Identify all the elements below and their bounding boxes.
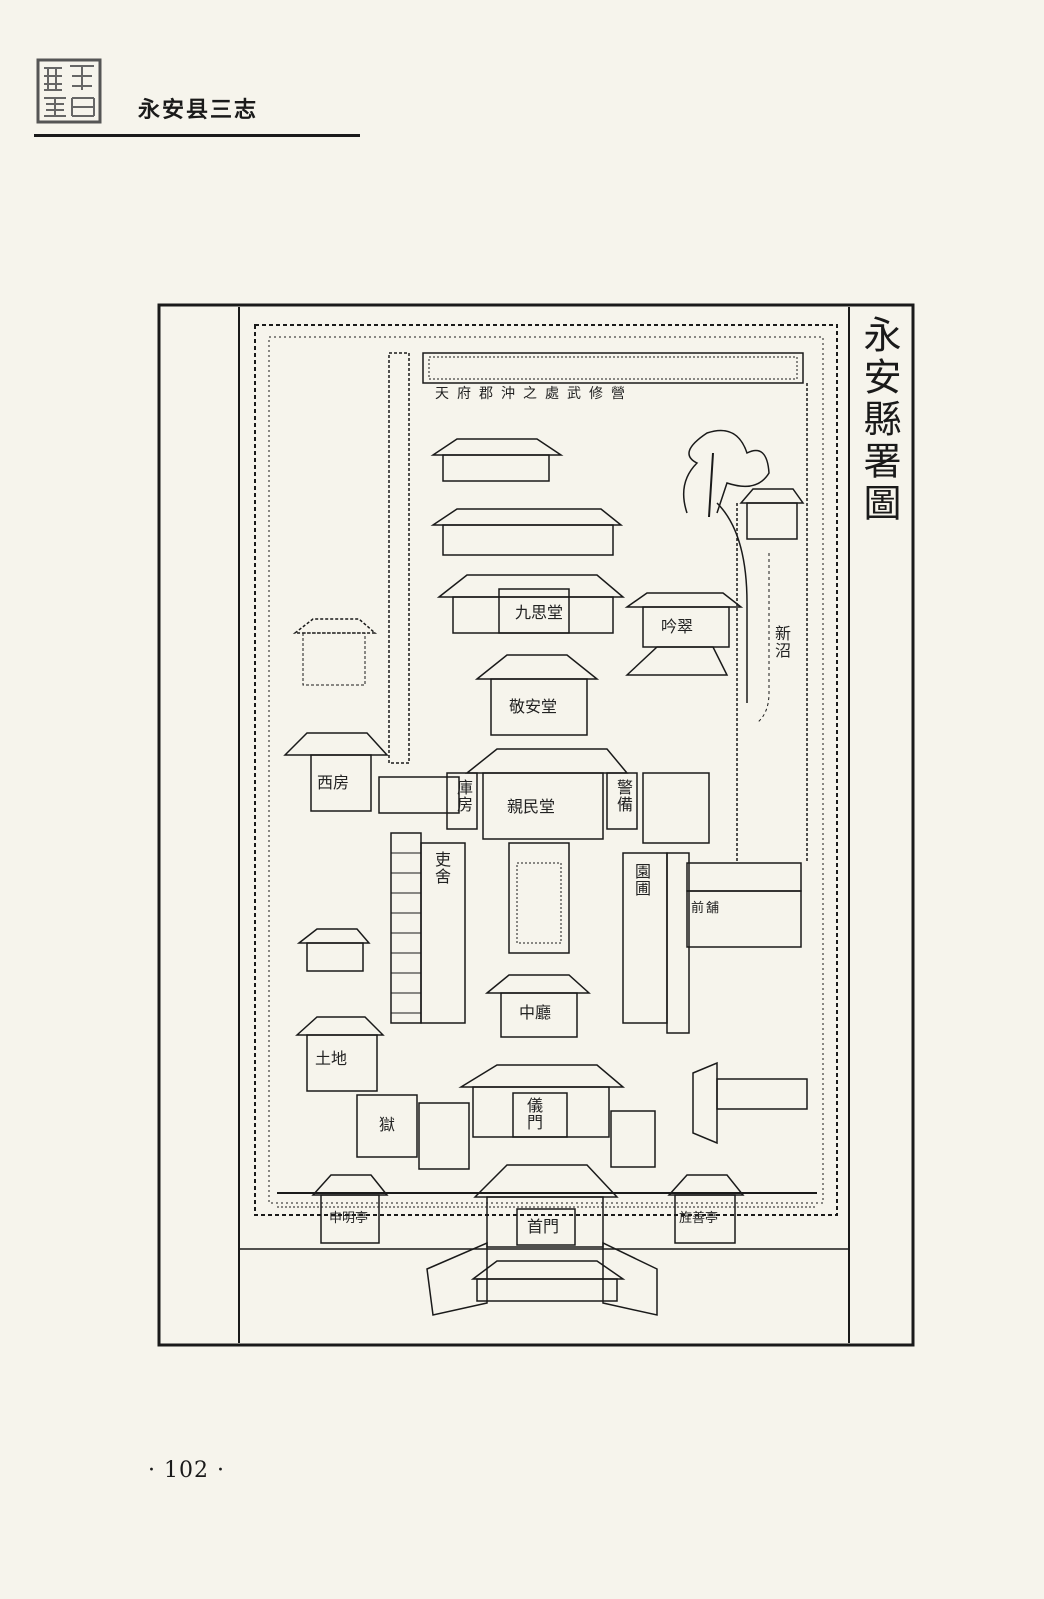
- series-seal-logo: [36, 58, 102, 124]
- page-number: · 102 ·: [148, 1458, 248, 1483]
- figure-title: 永安縣署圖: [857, 315, 901, 525]
- label-earth-shrine: 土地: [315, 1049, 348, 1068]
- label-guard: 警備: [614, 779, 633, 813]
- label-north-inscription: 天府郡沖之處武修營: [435, 386, 633, 402]
- label-new-pond: 新沼: [772, 625, 791, 659]
- label-main-gate: 首門: [527, 1217, 560, 1236]
- label-prison: 獄: [379, 1115, 396, 1134]
- label-jingan-hall: 敬安堂: [509, 697, 558, 716]
- map-drawing: [157, 303, 915, 1347]
- page-number-dot-right: ·: [217, 1458, 225, 1483]
- label-garden: 園圃: [632, 863, 651, 897]
- label-treasury: 庫房: [454, 779, 473, 813]
- label-middle-hall: 中廳: [519, 1003, 552, 1022]
- label-west-room: 西房: [317, 773, 350, 792]
- label-ceremonial-gate: 儀門: [524, 1097, 543, 1131]
- page-number-dot-left: ·: [148, 1458, 156, 1483]
- label-jingshan-pavilion: 旌善亭: [679, 1211, 719, 1226]
- label-shenming-pavilion: 申明亭: [329, 1211, 369, 1226]
- book-title: 永安县三志: [138, 98, 259, 123]
- header-rule: [34, 134, 360, 137]
- label-clerk-rooms: 吏舍: [432, 851, 451, 885]
- county-yamen-map: 永安縣署圖 天府郡沖之處武修營 九思堂 吟翠 新沼 敬安堂 西房 親民堂 庫房 …: [157, 303, 915, 1351]
- label-yingcui: 吟翠: [661, 617, 694, 636]
- label-qinmin-hall: 親民堂: [507, 797, 556, 816]
- label-front-shops: 前舖: [691, 901, 722, 916]
- page-number-value: 102: [164, 1458, 209, 1483]
- label-jiusi-hall: 九思堂: [515, 603, 564, 622]
